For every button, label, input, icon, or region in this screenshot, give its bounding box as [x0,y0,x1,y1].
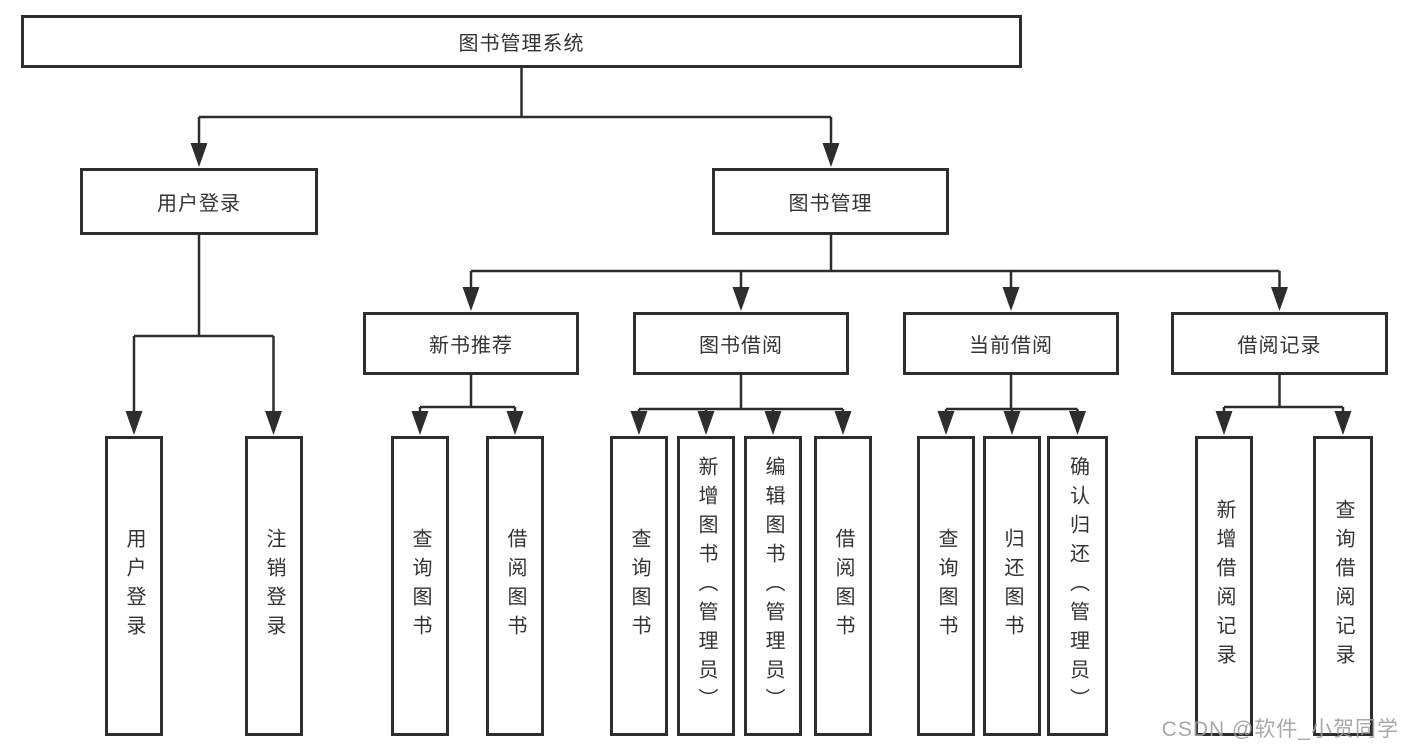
connector-root-to-branches [190,68,840,167]
leaf-query-books-recommend: 查询图书 [391,436,449,736]
leaf-query-books-current: 查询图书 [917,436,975,736]
leaf-user-login: 用户登录 [105,436,163,736]
node-new-book-recommend: 新书推荐 [363,312,579,375]
node-current-borrow: 当前借阅 [903,312,1119,375]
leaf-add-borrow-record: 新增借阅记录 [1195,436,1253,736]
leaf-query-books-borrow: 查询图书 [610,436,668,736]
node-borrow-record: 借阅记录 [1171,312,1388,375]
connector-borrow-record-to-leaves [1215,375,1352,435]
leaf-logout: 注销登录 [245,436,303,736]
leaf-return-book: 归还图书 [983,436,1041,736]
node-library-system: 图书管理系统 [21,15,1022,68]
node-book-management: 图书管理 [712,168,949,235]
connector-new-book-to-leaves [411,375,524,435]
leaf-confirm-return-admin: 确认归还（管理员） [1047,436,1108,736]
connector-user-login-to-leaves [125,235,282,435]
node-user-login: 用户登录 [80,168,318,235]
node-book-borrow: 图书借阅 [633,312,849,375]
leaf-borrow-books: 借阅图书 [814,436,872,736]
leaf-edit-book-admin: 编辑图书（管理员） [744,436,802,736]
connector-book-borrow-to-leaves [630,375,852,435]
leaf-query-borrow-record: 查询借阅记录 [1313,436,1373,736]
leaf-borrow-books-recommend: 借阅图书 [486,436,544,736]
connector-current-borrow-to-leaves [937,375,1086,435]
leaf-add-book-admin: 新增图书（管理员） [677,436,735,736]
connector-book-mgmt-to-modules [462,235,1288,311]
csdn-watermark: CSDN @软件_小贺同学 [1161,718,1399,741]
